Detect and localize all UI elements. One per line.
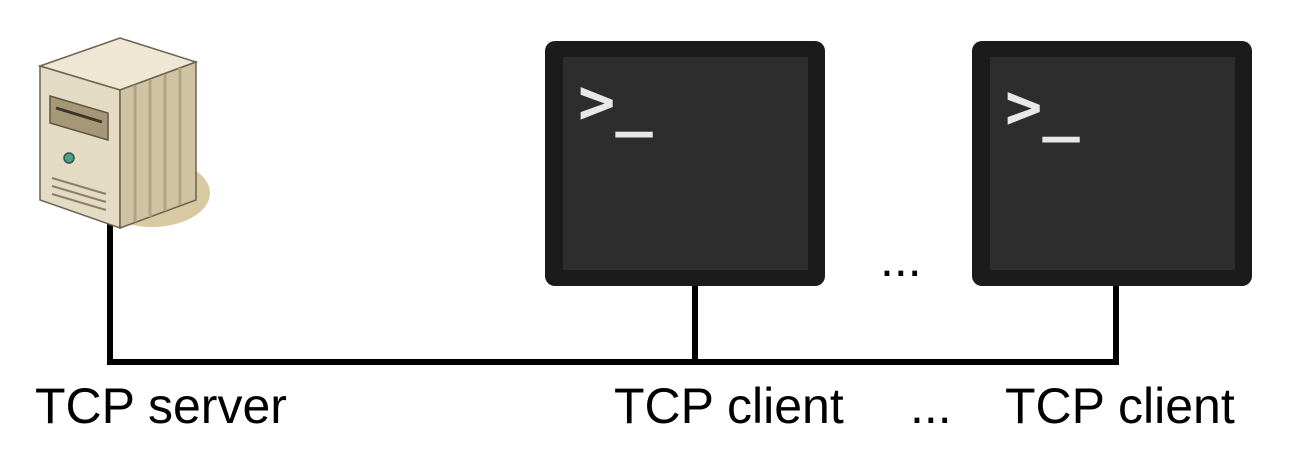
terminal-prompt: >_ (578, 65, 653, 138)
terminal-icon: >_ (972, 41, 1252, 286)
server-power-led-icon (63, 152, 75, 164)
ellipsis-between-labels: ... (910, 378, 952, 434)
server-tower-icon (37, 37, 210, 230)
server-vents (51, 177, 107, 211)
bus-connections (107, 222, 1119, 365)
terminal-screen (563, 57, 808, 270)
server-drive-slot (55, 106, 103, 124)
server-drive-bay (49, 94, 109, 142)
ellipsis-between-terminals: ... (880, 231, 922, 287)
server-side-face (119, 60, 197, 230)
terminal-screen (990, 57, 1235, 270)
client-1-label: TCP client (614, 378, 844, 434)
terminal-prompt: >_ (1005, 70, 1080, 143)
terminal-icon: >_ (545, 41, 825, 286)
server-label: TCP server (35, 378, 287, 434)
server-side-ribs (133, 68, 182, 222)
server-front-face (39, 64, 121, 230)
client-2-label: TCP client (1005, 378, 1235, 434)
